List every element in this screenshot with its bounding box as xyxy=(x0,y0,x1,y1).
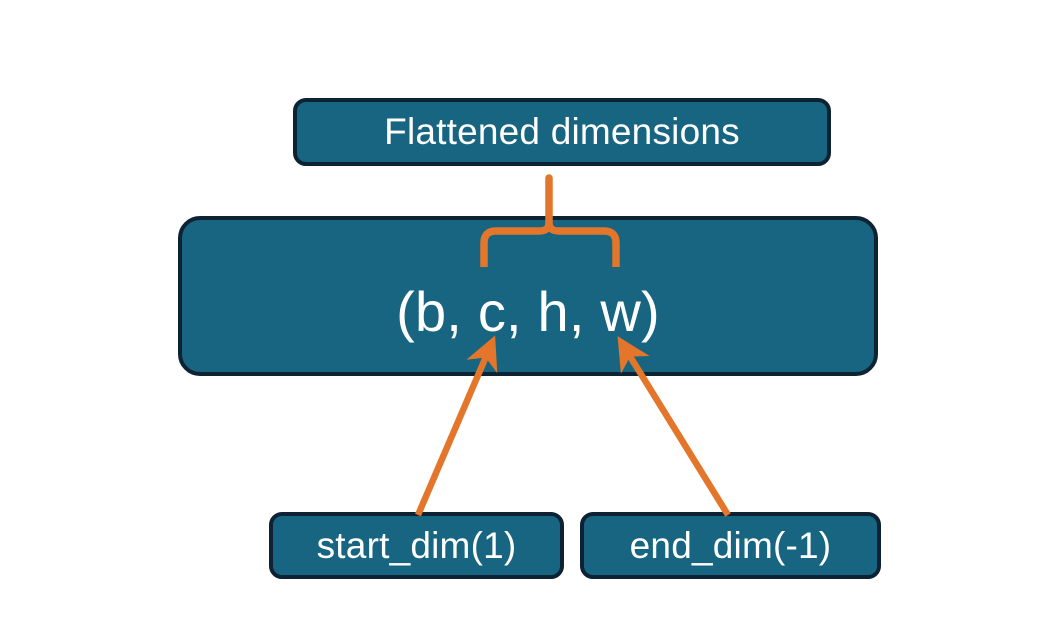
node-flattened-dimensions-label: Flattened dimensions xyxy=(384,111,740,152)
node-flattened-dimensions[interactable]: Flattened dimensions xyxy=(293,98,831,166)
node-tensor-shape[interactable]: (b, c, h, w) xyxy=(178,216,878,376)
node-end-dim-label: end_dim(-1) xyxy=(629,524,832,566)
node-start-dim-label: start_dim(1) xyxy=(316,524,517,566)
node-end-dim[interactable]: end_dim(-1) xyxy=(580,512,881,579)
node-start-dim[interactable]: start_dim(1) xyxy=(269,512,564,579)
node-tensor-shape-label: (b, c, h, w) xyxy=(396,280,660,343)
